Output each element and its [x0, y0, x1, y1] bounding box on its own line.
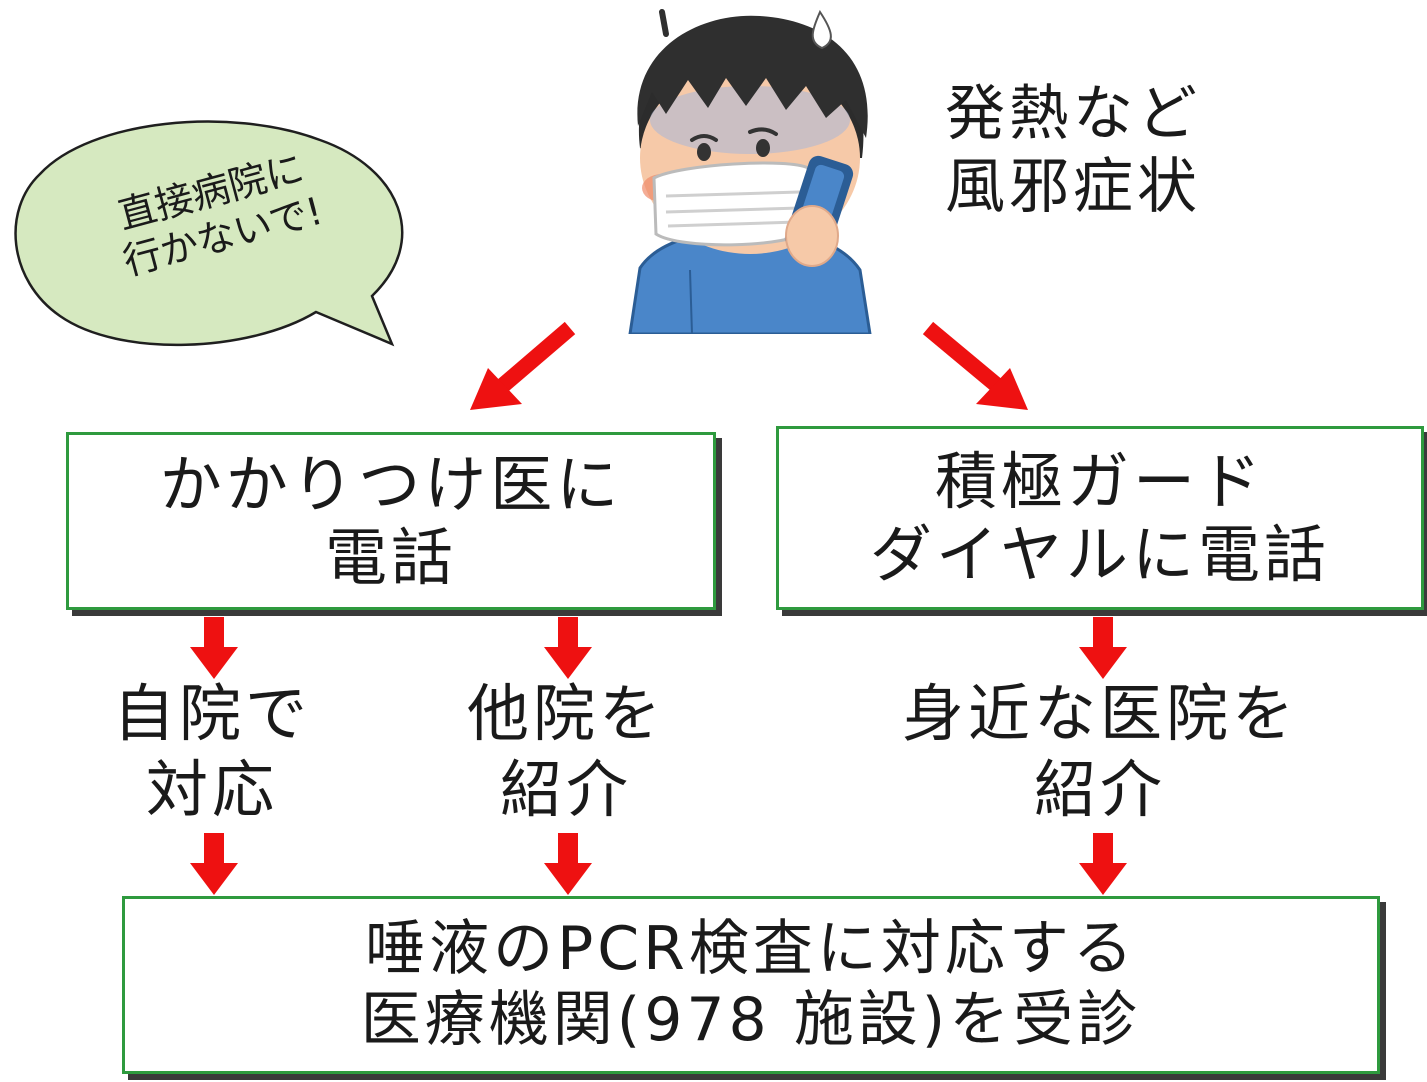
outcome-other-line2: 紹介 [499, 752, 632, 826]
arrow-down-nearby-1 [1079, 617, 1127, 679]
guard-dial-line2: ダイヤルに電話 [869, 518, 1331, 591]
arrow-down-other-1 [544, 617, 592, 679]
outcome-other: 他院を 紹介 [446, 676, 686, 827]
pcr-clinic-line2: 医療機関(978 施設)を受診 [360, 985, 1142, 1055]
arrow-down-self-1 [190, 617, 238, 679]
speech-bubble [14, 120, 404, 347]
family-doctor-line2: 電話 [324, 521, 457, 594]
symptom-line1: 発熱など [945, 79, 1201, 149]
arrow-to-left-box [470, 321, 576, 410]
family-doctor-box: かかりつけ医に 電話 [66, 432, 716, 610]
outcome-nearby-line2: 紹介 [1033, 752, 1166, 826]
arrow-down-other-2 [544, 833, 592, 895]
family-doctor-line1: かかりつけ医に [159, 447, 623, 521]
guard-dial-line1: 積極ガード [934, 444, 1265, 518]
arrow-to-right-box [922, 321, 1028, 410]
symptom-text: 発熱など 風邪症状 [928, 78, 1218, 224]
outcome-self-line2: 対応 [145, 752, 278, 826]
outcome-nearby: 身近な医院を 紹介 [890, 676, 1310, 827]
outcome-other-line1: 他院を [466, 677, 665, 750]
symptom-line2: 風邪症状 [945, 152, 1201, 223]
outcome-nearby-line1: 身近な医院を [901, 677, 1298, 750]
arrow-down-nearby-2 [1079, 833, 1127, 895]
pcr-clinic-box: 唾液のPCR検査に対応する 医療機関(978 施設)を受診 [122, 896, 1380, 1074]
pcr-clinic-line1: 唾液のPCR検査に対応する [365, 914, 1137, 985]
guard-dial-box: 積極ガード ダイヤルに電話 [776, 426, 1424, 610]
outcome-self: 自院で 対応 [92, 676, 332, 827]
sick-person-illustration [628, 9, 872, 334]
arrow-down-self-2 [190, 833, 238, 895]
outcome-self-line1: 自院で [112, 677, 311, 750]
